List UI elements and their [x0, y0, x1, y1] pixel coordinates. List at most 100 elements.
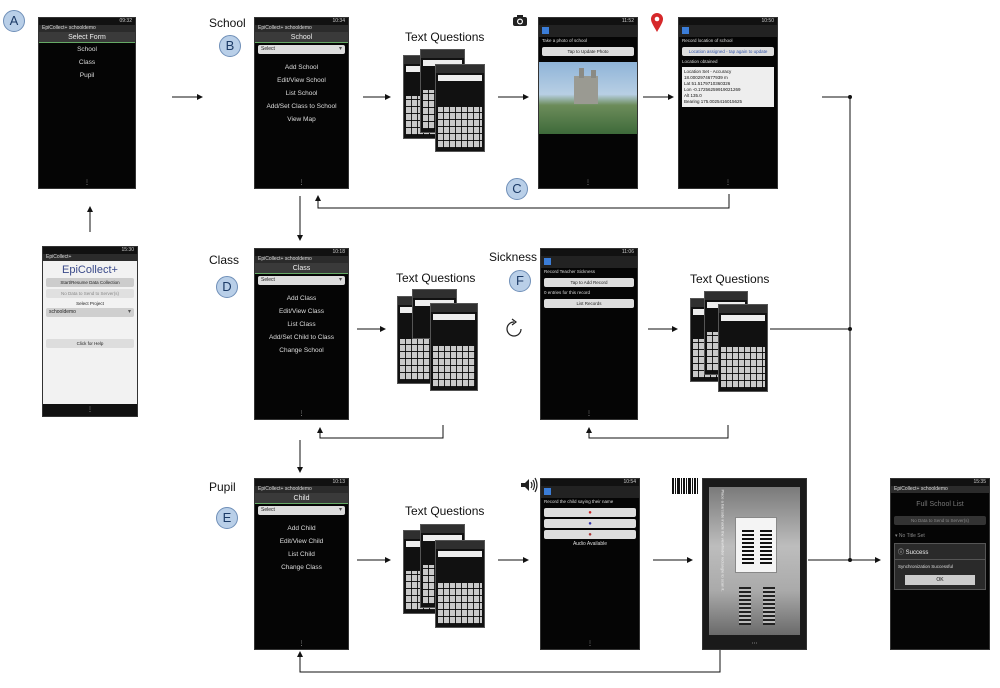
entries-count: 0 entries for this record — [544, 290, 591, 295]
nav-bar — [541, 256, 637, 268]
location-line: Location Set - Accuracy — [684, 69, 732, 74]
menu-dots-icon[interactable]: ⋮ — [586, 411, 592, 417]
form-item-class[interactable]: Class — [78, 59, 96, 66]
status-bar: 15:30 — [43, 247, 137, 254]
menu-dots-icon[interactable]: ⋮ — [298, 180, 305, 186]
menu-dots-icon[interactable]: ⋮ — [298, 411, 305, 417]
list-class-item[interactable]: List Class — [287, 321, 316, 328]
text-questions-label-1: Text Questions — [405, 30, 485, 44]
start-button[interactable]: Start/Resume Data Collection — [46, 278, 134, 287]
child-screen: 10:13 EpiCollect+ schooldemo Child Selec… — [254, 478, 349, 650]
add-set-child-item[interactable]: Add/Set Child to Class — [268, 334, 335, 341]
project-dropdown[interactable]: schooldemo — [46, 308, 134, 317]
status-bar: 10:50 — [679, 18, 777, 25]
add-set-class-item[interactable]: Add/Set Class to School — [266, 103, 337, 110]
nav-bar — [539, 25, 637, 37]
status-bar: 11:52 — [539, 18, 637, 25]
edit-view-school-item[interactable]: Edit/View School — [277, 77, 326, 84]
back-icon[interactable] — [542, 27, 549, 34]
school-select-dropdown[interactable]: Select — [258, 45, 345, 54]
update-photo-button[interactable]: Tap to Update Photo — [542, 47, 634, 56]
scan-target-card — [735, 517, 777, 573]
menu-dots-icon[interactable]: ⋯ — [751, 641, 758, 647]
menu-dots-icon[interactable]: ⋮ — [725, 180, 731, 186]
menu-dots-icon[interactable]: ⋮ — [84, 180, 90, 186]
change-school-item[interactable]: Change School — [279, 347, 324, 354]
class-select-dropdown[interactable]: Select — [258, 276, 345, 285]
ok-button[interactable]: OK — [905, 575, 975, 585]
menu-dots-icon[interactable]: ⋮ — [587, 641, 593, 647]
menu-dots-icon[interactable]: ⋮ — [43, 404, 137, 416]
tq-screen — [430, 303, 478, 391]
list-school-item[interactable]: List School — [285, 90, 318, 97]
child-title: Child — [255, 493, 348, 504]
step-b-badge: B — [219, 35, 241, 57]
barcode-icon — [672, 478, 698, 494]
child-select-dropdown[interactable]: Select — [258, 506, 345, 515]
class-screen: 10:18 EpiCollect+ schooldemo Class Selec… — [254, 248, 349, 420]
step-a-badge: A — [3, 10, 25, 32]
form-title: Select Form — [39, 32, 135, 43]
tq-screen — [718, 304, 768, 392]
edit-view-child-item[interactable]: Edit/View Child — [279, 538, 324, 545]
location-line: Bearing 175.0025416015625 — [684, 99, 743, 104]
scan-instructions: Place a barcode inside the viewfinder re… — [720, 489, 726, 592]
back-icon[interactable] — [544, 488, 551, 495]
class-title: Class — [255, 263, 348, 274]
list-records-button[interactable]: List Records — [544, 299, 634, 308]
menu-dots-icon[interactable]: ⋮ — [298, 641, 305, 647]
form-select-screen: 09:32 EpiCollect+ schooldemo Select Form… — [38, 17, 136, 189]
photo-screen: 11:52 Take a photo of school Tap to Upda… — [538, 17, 638, 189]
form-item-school[interactable]: School — [77, 46, 97, 53]
step-f-badge: F — [509, 270, 531, 292]
arrow-class-loop — [317, 425, 444, 439]
status-bar: 15:35 — [891, 479, 989, 486]
location-line: 18.0002974677939 m — [684, 75, 728, 80]
status-bar: 09:32 — [39, 18, 135, 25]
add-record-button[interactable]: Tap to Add Record — [544, 278, 634, 287]
form-item-pupil[interactable]: Pupil — [79, 72, 95, 79]
select-project-label: Select Project — [76, 301, 104, 306]
play-button[interactable]: ● — [544, 519, 636, 528]
app-bar: EpiCollect+ schooldemo — [255, 256, 348, 263]
info-icon: ⓘ — [898, 550, 906, 556]
back-icon[interactable] — [682, 27, 689, 34]
list-child-item[interactable]: List Child — [288, 551, 315, 558]
app-bar: EpiCollect+ — [43, 254, 137, 261]
record-button[interactable]: ● — [544, 508, 636, 517]
speaker-icon — [521, 477, 538, 493]
no-title-row[interactable]: ▾ No Title Set — [891, 527, 989, 541]
app-bar: EpiCollect+ schooldemo — [891, 486, 989, 493]
menu-dots-icon[interactable]: ⋮ — [585, 180, 591, 186]
add-class-item[interactable]: Add Class — [286, 295, 317, 302]
status-bar: 10:54 — [541, 479, 639, 486]
add-child-item[interactable]: Add Child — [287, 525, 316, 532]
help-button[interactable]: Click for Help — [46, 339, 134, 348]
epicollect-logo: EpiCollect+ — [62, 264, 118, 276]
school-title: School — [255, 32, 348, 43]
status-bar: 11:06 — [541, 249, 637, 256]
text-questions-label-4: Text Questions — [405, 504, 485, 518]
nav-bar — [679, 25, 777, 37]
audio-available-label: Audio Available — [572, 541, 608, 547]
nav-bar — [541, 486, 639, 498]
app-bar: EpiCollect+ schooldemo — [39, 25, 135, 32]
no-data-button: No Data to Send to Server(s) — [894, 516, 986, 525]
edit-view-class-item[interactable]: Edit/View Class — [278, 308, 325, 315]
location-line: Lon -0.17256259919021269 — [684, 87, 741, 92]
update-location-button[interactable]: Location assigned - tap again to update — [682, 47, 774, 56]
stop-button[interactable]: ● — [544, 530, 636, 539]
view-map-item[interactable]: View Map — [287, 116, 316, 123]
refresh-icon — [506, 318, 522, 337]
camera-icon — [513, 15, 527, 26]
dialog-message: Synchronization Successful — [898, 564, 954, 569]
text-questions-label-2: Text Questions — [396, 271, 476, 285]
location-prompt: Record location of school — [682, 38, 733, 43]
record-icon: ● — [588, 510, 592, 516]
add-school-item[interactable]: Add School — [284, 64, 319, 71]
launcher-screen: 15:30 EpiCollect+ EpiCollect+ Start/Resu… — [42, 246, 138, 417]
back-icon[interactable] — [544, 258, 551, 265]
change-class-item[interactable]: Change Class — [281, 564, 322, 571]
no-data-button: No Data to Send to Server(s) — [46, 289, 134, 298]
